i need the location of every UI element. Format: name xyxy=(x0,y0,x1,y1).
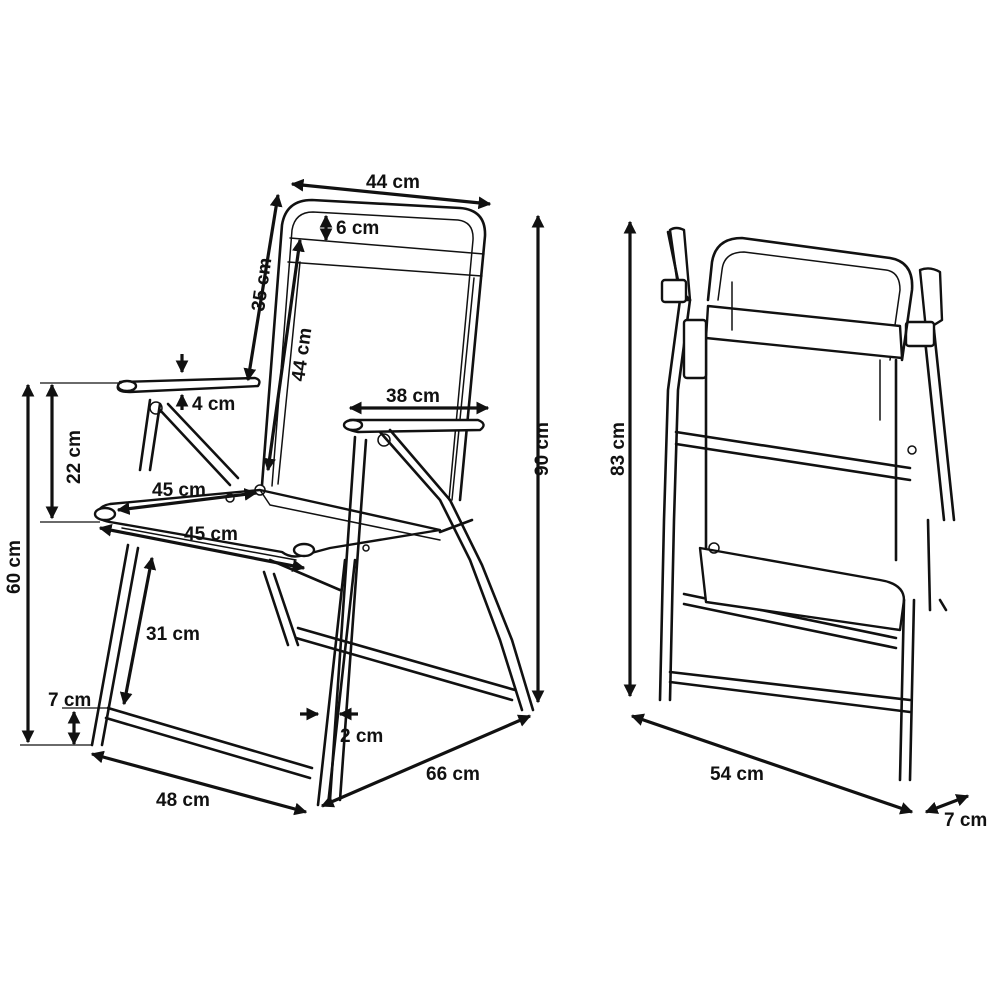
dim-line-back-outer xyxy=(243,193,283,382)
dim-line-seat-width xyxy=(116,488,258,515)
label-folded-depth: 7 cm xyxy=(944,810,987,831)
label-seat-depth: 45 cm xyxy=(184,524,238,545)
label-armrest-thickness: 4 cm xyxy=(192,394,235,415)
label-tube-width: 2 cm xyxy=(340,726,383,747)
label-seat-width: 45 cm xyxy=(152,480,206,501)
label-armrest-height: 22 cm xyxy=(64,430,85,484)
dim-line-base-depth xyxy=(320,714,532,808)
labels-left: 44 cm 6 cm 35 cm 44 cm 4 cm 38 cm 22 cm … xyxy=(4,172,553,811)
dim-line-top-width xyxy=(290,178,492,210)
dim-line-back-inner xyxy=(263,238,305,472)
label-foot-height: 7 cm xyxy=(48,690,91,711)
label-leg-height: 31 cm xyxy=(146,624,200,645)
labels-right: 83 cm 54 cm 7 cm xyxy=(608,422,987,831)
dim-line-folded-width xyxy=(630,713,914,815)
folded-chair-drawing xyxy=(658,226,956,782)
dimension-lines-left xyxy=(20,178,545,816)
dim-line-leg-height xyxy=(119,556,157,706)
dim-line-seat-depth xyxy=(98,523,306,573)
label-back-height-outer: 35 cm xyxy=(248,256,276,312)
dim-line-base-width xyxy=(90,750,308,816)
label-base-depth: 66 cm xyxy=(426,764,480,785)
label-folded-height: 83 cm xyxy=(608,422,629,476)
label-top-width: 44 cm xyxy=(366,172,420,193)
dim-line-folded-depth xyxy=(924,794,970,814)
label-folded-width: 54 cm xyxy=(710,764,764,785)
label-armrest-length: 38 cm xyxy=(386,386,440,407)
dimension-lines-right xyxy=(623,220,970,815)
label-base-width: 48 cm xyxy=(156,790,210,811)
label-seat-height: 60 cm xyxy=(4,540,25,594)
label-total-height: 90 cm xyxy=(532,422,553,476)
label-headrest-band: 6 cm xyxy=(336,218,379,239)
